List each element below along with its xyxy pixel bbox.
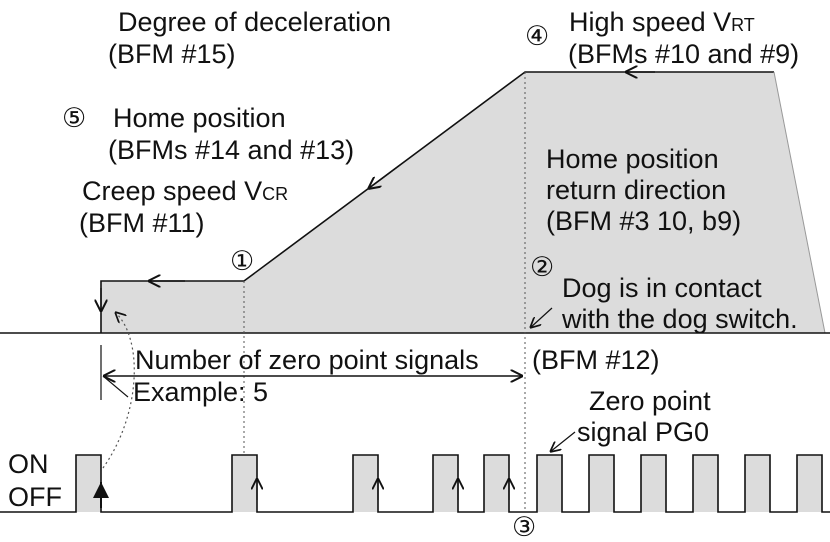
creep-speed-label: Creep speed VCR bbox=[82, 176, 288, 206]
return-direction-line1: Home position bbox=[546, 144, 719, 174]
decel-title: Degree of deceleration bbox=[118, 7, 391, 37]
pulse-10 bbox=[745, 455, 770, 512]
on-label: ON bbox=[8, 449, 49, 479]
creep-speed-bfm: (BFM #11) bbox=[79, 208, 205, 238]
off-label: OFF bbox=[8, 482, 62, 512]
pulse-7 bbox=[589, 455, 614, 512]
pg0-line2: signal PG0 bbox=[577, 417, 709, 447]
dotted-curve-arrow bbox=[99, 312, 135, 473]
zero-count-label: Number of zero point signals bbox=[135, 345, 479, 375]
dog-leader bbox=[530, 307, 553, 328]
deceleration-ramp-edge bbox=[773, 71, 826, 334]
pulse-6 bbox=[537, 455, 562, 512]
pulse-4 bbox=[433, 455, 458, 512]
high-speed-label: High speed VRT bbox=[569, 7, 755, 37]
zero-point-pulse-train bbox=[76, 455, 822, 512]
decel-arrow bbox=[368, 164, 401, 189]
pulse-11 bbox=[797, 455, 822, 512]
pg0-leader bbox=[550, 431, 576, 452]
marker-2: ② bbox=[530, 252, 554, 282]
example-leader bbox=[102, 375, 129, 398]
return-direction-bfm: (BFM #3 10, b9) bbox=[546, 206, 741, 236]
pulse-8 bbox=[641, 455, 666, 512]
decel-bfm: (BFM #15) bbox=[108, 39, 236, 69]
speed-profile-area bbox=[101, 72, 825, 333]
dog-contact-line1: Dog is in contact bbox=[562, 273, 762, 303]
home-position-bfm: (BFMs #14 and #13) bbox=[108, 135, 354, 165]
pg0-line1: Zero point bbox=[589, 386, 711, 416]
return-direction-line2: return direction bbox=[546, 175, 726, 205]
pulse-1 bbox=[76, 455, 101, 512]
pulse-5 bbox=[484, 455, 509, 512]
pulse-3 bbox=[353, 455, 378, 512]
pulse-2 bbox=[232, 455, 257, 512]
marker-5: ⑤ bbox=[62, 103, 86, 133]
zero-count-bfm: (BFM #12) bbox=[532, 345, 660, 375]
high-speed-bfm: (BFMs #10 and #9) bbox=[568, 39, 799, 69]
example-label: Example: 5 bbox=[133, 377, 268, 407]
marker-1: ① bbox=[230, 246, 254, 276]
marker-4: ④ bbox=[525, 21, 549, 51]
marker-3: ③ bbox=[512, 512, 536, 542]
pulse-9 bbox=[693, 455, 718, 512]
dog-contact-line2: with the dog switch. bbox=[561, 304, 798, 334]
home-position-title: Home position bbox=[113, 103, 286, 133]
